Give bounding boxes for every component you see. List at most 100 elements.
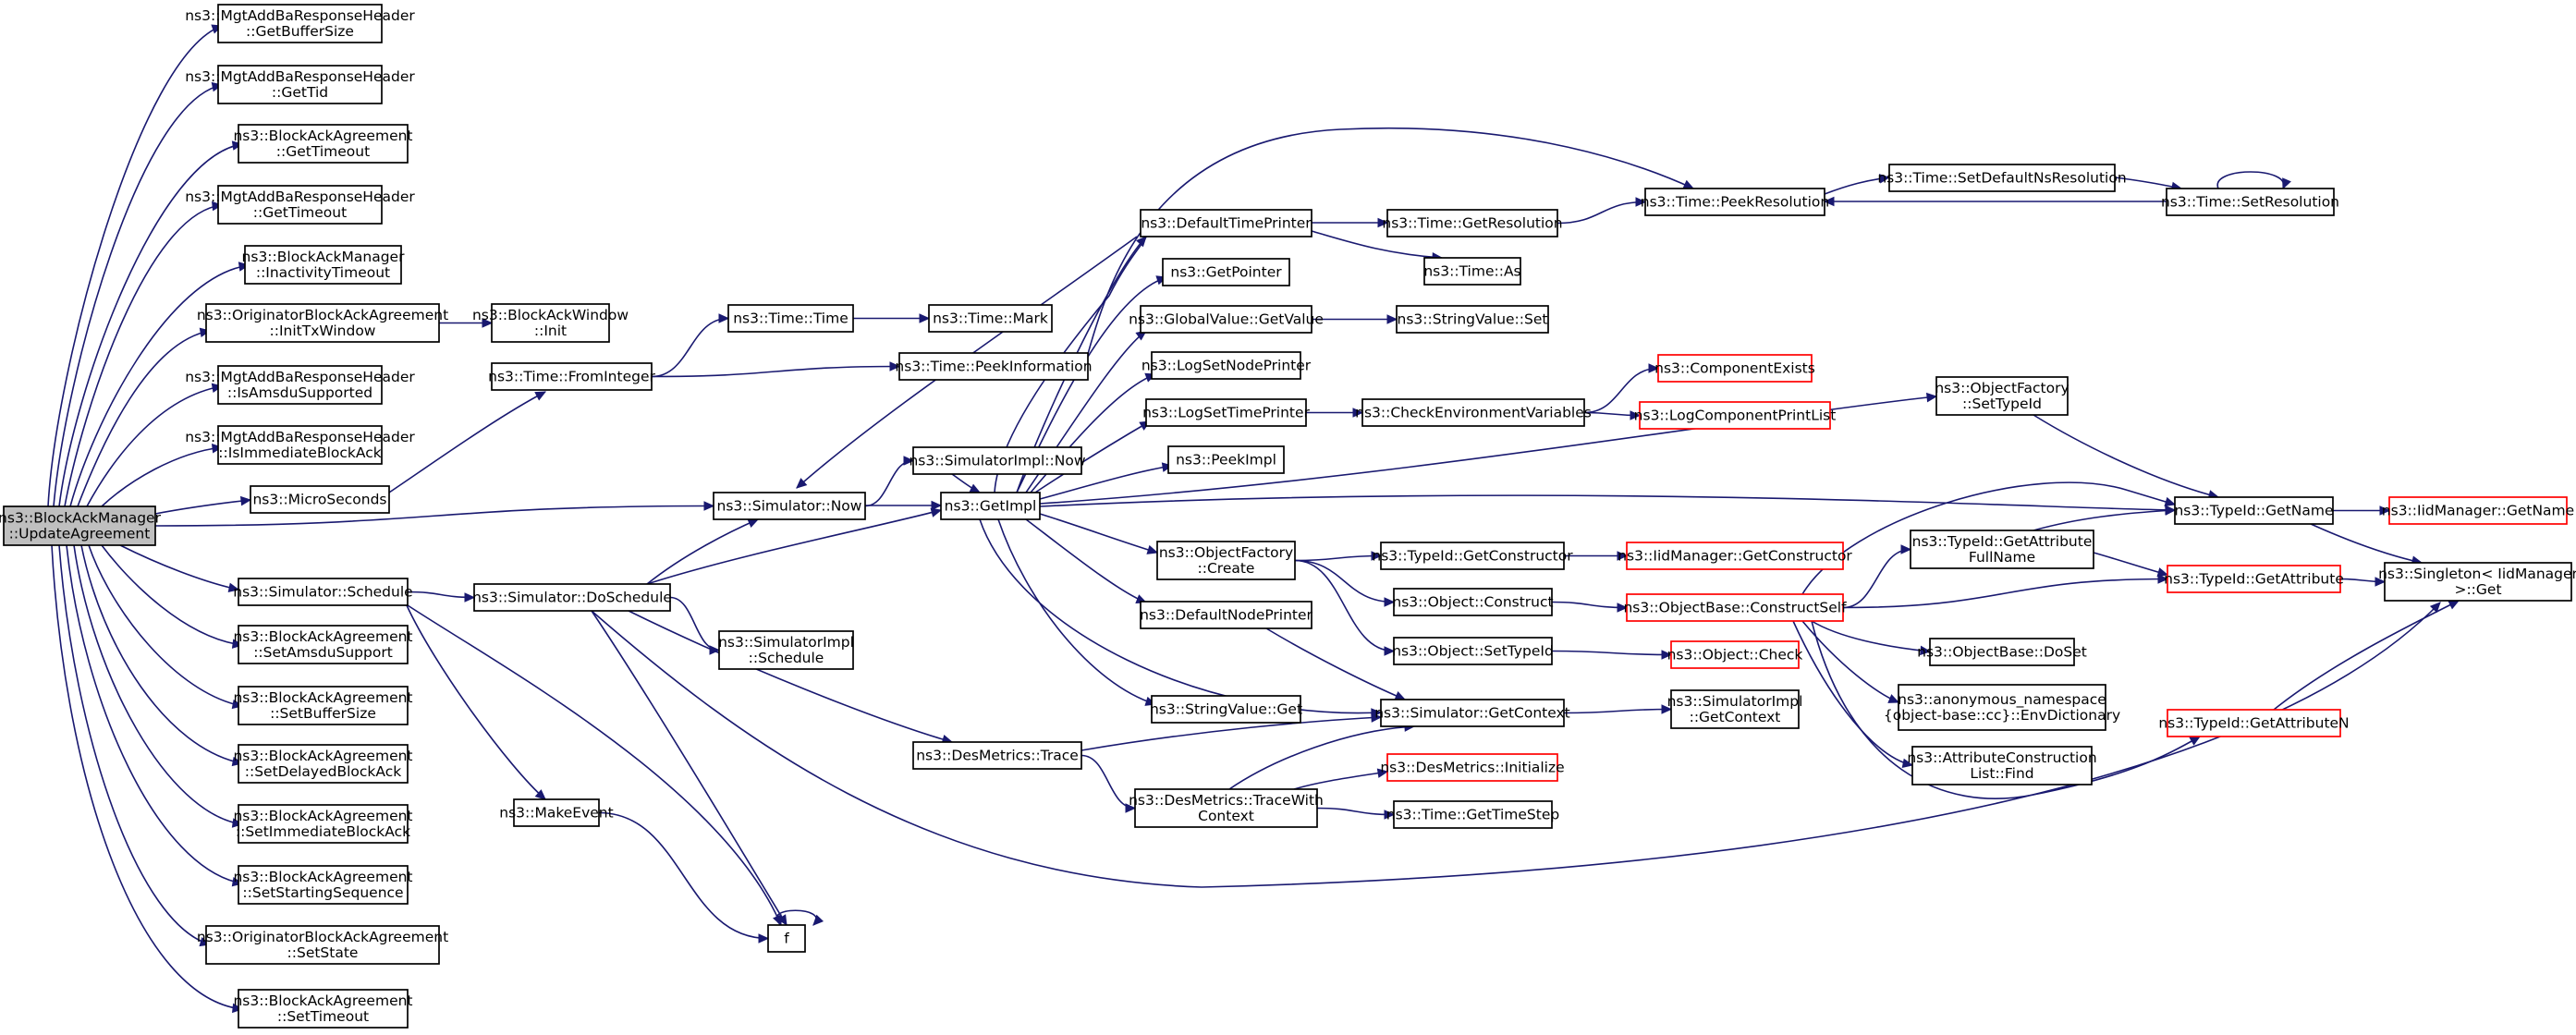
graph-node-n58[interactable]: ns3::ObjectBase::ConstructSelf	[1623, 593, 1847, 622]
graph-node-n24[interactable]: ns3::SimulatorImpl::Now	[909, 446, 1086, 475]
graph-node-n48[interactable]: ns3::Simulator::GetContext	[1374, 699, 1570, 727]
graph-node-n20[interactable]: ns3::Time::Time	[727, 304, 854, 333]
node-label: ns3::LogSetTimePrinter	[1142, 405, 1310, 421]
graph-node-n53[interactable]: ns3::Time::SetResolution	[2161, 188, 2339, 216]
edge-arrowhead	[2282, 177, 2291, 190]
graph-node-n19[interactable]: ns3::Time::FromInteger	[488, 362, 655, 391]
node-label: ns3::Object::SetTypeId	[1392, 643, 1554, 660]
edge-line	[646, 509, 942, 585]
graph-node-n13[interactable]: ns3::BlockAckAgreement::SetDelayedBlockA…	[233, 744, 413, 784]
graph-node-n39[interactable]: ns3::DefaultNodePrinter	[1140, 601, 1313, 629]
edge-n62-to-n63	[2093, 552, 2169, 578]
graph-node-n35[interactable]: ns3::LogSetNodePrinter	[1141, 351, 1312, 380]
graph-node-n68[interactable]: ns3::IidManager::GetName	[2382, 496, 2574, 525]
edge-arrowhead	[1352, 408, 1364, 418]
graph-node-n54[interactable]: ns3::ComponentExists	[1654, 354, 1815, 383]
graph-node-n69[interactable]: ns3::Singleton< IidManager>::Get	[2378, 562, 2576, 602]
graph-node-n65[interactable]: ns3::anonymous_namespace{object-base::cc…	[1884, 684, 2120, 731]
graph-node-n18[interactable]: ns3::BlockAckWindow::Init	[472, 303, 629, 343]
edge-arrowhead	[1823, 196, 1835, 207]
graph-node-n7[interactable]: ns3::MgtAddBaResponseHeader::IsAmsduSupp…	[185, 365, 415, 405]
graph-node-n41[interactable]: ns3::Time::GetResolution	[1382, 209, 1563, 237]
graph-node-n42[interactable]: ns3::Time::As	[1423, 257, 1521, 286]
graph-node-n64[interactable]: ns3::ObjectBase::DoSet	[1917, 638, 2087, 666]
edge-line	[598, 811, 769, 940]
node-label: ::Schedule	[749, 650, 824, 666]
edge-arrowhead	[1661, 704, 1673, 714]
graph-node-n10[interactable]: ns3::Simulator::Schedule	[233, 578, 413, 606]
graph-node-n36[interactable]: ns3::LogSetTimePrinter	[1142, 398, 1311, 427]
graph-node-n1[interactable]: ns3::MgtAddBaResponseHeader::GetBufferSi…	[185, 4, 415, 43]
edge-arrowhead	[1682, 179, 1695, 189]
graph-node-n49[interactable]: ns3::DesMetrics::Initialize	[1380, 753, 1565, 782]
graph-node-n3[interactable]: ns3::BlockAckAgreement::GetTimeout	[233, 124, 413, 164]
graph-node-n57[interactable]: ns3::IidManager::GetConstructor	[1618, 542, 1852, 570]
graph-node-n17[interactable]: ns3::BlockAckAgreement::SetTimeout	[233, 989, 413, 1029]
graph-node-n2[interactable]: ns3::MgtAddBaResponseHeader::GetTid	[185, 65, 415, 104]
graph-node-n44[interactable]: ns3::CheckEnvironmentVariables	[1355, 398, 1592, 427]
graph-node-n46[interactable]: ns3::Object::Construct	[1392, 588, 1554, 616]
node-label: ns3::Time::SetDefaultNsResolution	[1877, 170, 2126, 187]
graph-node-n15[interactable]: ns3::BlockAckAgreement::SetStartingSeque…	[233, 865, 413, 905]
node-label: ns3::BlockAckAgreement	[233, 689, 412, 706]
graph-node-n63[interactable]: ns3::TypeId::GetAttribute	[2164, 565, 2344, 593]
graph-node-n32[interactable]: ns3::DefaultTimePrinter	[1140, 209, 1312, 237]
graph-node-n29[interactable]: ns3::SimulatorImpl::Schedule	[718, 630, 854, 670]
graph-node-n21[interactable]: ns3::Time::Mark	[928, 304, 1053, 333]
graph-node-n22[interactable]: ns3::Time::PeekInformation	[895, 352, 1093, 381]
graph-node-n40[interactable]: ns3::StringValue::Get	[1150, 695, 1302, 724]
graph-node-n33[interactable]: ns3::GetPointer	[1162, 258, 1290, 286]
graph-node-n37[interactable]: ns3::PeekImpl	[1167, 445, 1285, 474]
node-label: ::GetBufferSize	[246, 23, 354, 40]
edge-line	[1551, 650, 1672, 656]
graph-node-n47[interactable]: ns3::Object::SetTypeId	[1392, 637, 1554, 665]
graph-node-n28[interactable]: f	[767, 924, 806, 953]
graph-node-n52[interactable]: ns3::Time::SetDefaultNsResolution	[1877, 164, 2127, 192]
edge-line	[1792, 620, 1913, 766]
graph-node-n30[interactable]: ns3::DesMetrics::Trace	[912, 741, 1082, 770]
edge-line	[979, 518, 1382, 714]
edge-root-to-n23	[154, 501, 715, 527]
graph-node-n43[interactable]: ns3::StringValue::Set	[1396, 305, 1549, 334]
graph-node-n55[interactable]: ns3::LogComponentPrintList	[1634, 401, 1837, 430]
graph-node-n23[interactable]: ns3::Simulator::Now	[713, 492, 866, 520]
edge-n56-to-n61	[2033, 414, 2220, 500]
node-box	[718, 630, 854, 670]
edge-arrowhead	[2379, 505, 2391, 516]
edge-arrowhead	[2156, 567, 2169, 578]
graph-node-n67[interactable]: ns3::TypeId::GetAttributeN	[2158, 709, 2350, 737]
graph-node-n16[interactable]: ns3::OriginatorBlockAckAgreement::SetSta…	[197, 925, 448, 965]
graph-node-n61[interactable]: ns3::TypeId::GetName	[2174, 496, 2334, 525]
graph-node-n25[interactable]: ns3::GetImpl	[940, 492, 1041, 520]
graph-node-n38[interactable]: ns3::ObjectFactory::Create	[1156, 541, 1296, 580]
graph-node-n34[interactable]: ns3::GlobalValue::GetValue	[1129, 305, 1324, 334]
graph-node-n51[interactable]: ns3::Time::PeekResolution	[1641, 188, 1829, 216]
node-box	[1396, 305, 1549, 334]
node-label: ns3::MgtAddBaResponseHeader	[185, 7, 415, 24]
graph-node-n14[interactable]: ns3::BlockAckAgreement::SetImmediateBloc…	[233, 804, 413, 844]
graph-node-n45[interactable]: ns3::TypeId::GetConstructor	[1372, 542, 1573, 570]
edge-arrowhead	[482, 318, 494, 328]
graph-node-n4[interactable]: ns3::MgtAddBaResponseHeader::GetTimeout	[185, 185, 415, 225]
graph-node-n12[interactable]: ns3::BlockAckAgreement::SetBufferSize	[233, 686, 413, 725]
graph-node-n6[interactable]: ns3::OriginatorBlockAckAgreement::InitTx…	[197, 303, 448, 343]
graph-node-n27[interactable]: ns3::MakeEvent	[499, 798, 614, 827]
graph-node-n9[interactable]: ns3::MicroSeconds	[250, 485, 390, 514]
graph-node-n60[interactable]: ns3::SimulatorImpl::GetContext	[1667, 689, 1803, 729]
graph-node-n11[interactable]: ns3::BlockAckAgreement::SetAmsduSupport	[233, 625, 413, 664]
edge-line	[1080, 716, 1382, 751]
edge-n23-to-n25	[865, 500, 943, 511]
node-box	[513, 798, 600, 827]
graph-node-n59[interactable]: ns3::Object::Check	[1667, 640, 1803, 669]
graph-node-n50[interactable]: ns3::Time::GetTimeStep	[1386, 800, 1559, 829]
edge-n41-to-n51	[1557, 197, 1647, 225]
graph-node-n8[interactable]: ns3::MgtAddBaResponseHeader::IsImmediate…	[185, 425, 415, 465]
edge-arrowhead	[534, 789, 546, 800]
graph-node-n56[interactable]: ns3::ObjectFactory::SetTypeId	[1935, 376, 2069, 416]
node-box	[238, 989, 409, 1029]
graph-node-n26[interactable]: ns3::Simulator::DoSchedule	[472, 583, 672, 612]
graph-node-n5[interactable]: ns3::BlockAckManager::InactivityTimeout	[242, 245, 406, 285]
